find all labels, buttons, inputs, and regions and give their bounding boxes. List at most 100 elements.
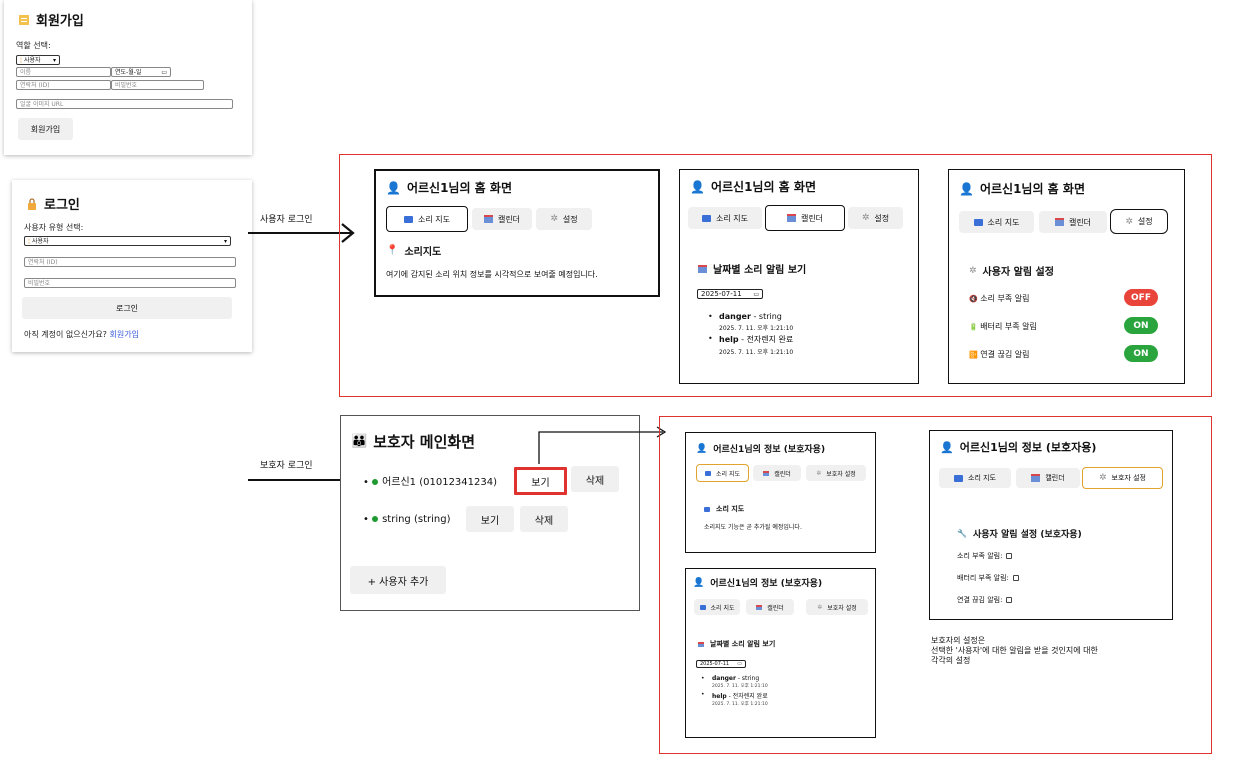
date-picker[interactable]: 2025-07-11▭	[696, 660, 746, 668]
tab-calendar[interactable]: 캘린더	[753, 465, 801, 481]
view-connector-arrow-icon	[538, 426, 667, 464]
setting-row: 📴 연결 끊김 알림	[969, 350, 1030, 359]
face-url-input[interactable]: 얼굴 이미지 URL	[16, 99, 233, 109]
signup-link[interactable]: 회원가입	[109, 330, 139, 339]
tab-sound-map[interactable]: 소리 지도	[939, 468, 1011, 488]
calendar-icon	[786, 214, 796, 222]
tab-guardian-settings[interactable]: ✲보호자 설정	[1082, 467, 1163, 489]
gear-icon: ✲	[550, 214, 558, 224]
guardian-calendar-title: 날짜별 소리 알림 보기	[710, 640, 776, 648]
delete-user-button[interactable]: 삭제	[571, 466, 619, 492]
gear-icon: ✲	[1099, 473, 1107, 483]
user-settings-title: 사용자 알림 설정	[982, 267, 1054, 278]
guardian-info-title: 어르신1님의 정보 (보호자용)	[710, 579, 823, 589]
date-picker[interactable]: 2025-07-11▭	[697, 289, 763, 299]
login-password-input[interactable]: 비밀번호	[24, 278, 236, 288]
tab-sound-map[interactable]: 소리 지도	[386, 206, 468, 232]
user-settings-header: ✲ 사용자 알림 설정	[969, 263, 1054, 279]
connection-alert-toggle[interactable]: ON	[1124, 345, 1158, 362]
guardian-info-title: 어르신1님의 정보 (보호자용)	[713, 445, 826, 455]
login-id-input[interactable]: 연락처 (ID)	[24, 257, 236, 267]
contact-id-input[interactable]: 연락처 (ID)	[16, 80, 111, 90]
person-icon: 👤	[696, 443, 708, 454]
calendar-icon	[698, 264, 707, 273]
user-list-item: • string (string)	[363, 514, 451, 525]
book-icon	[973, 218, 983, 226]
sound-alert-checkbox[interactable]	[1006, 553, 1013, 559]
calendar-icon	[1031, 474, 1041, 482]
connection-alert-checkbox[interactable]	[1006, 597, 1013, 603]
birthdate-input[interactable]: 연도-월-일▭	[111, 67, 171, 77]
guardian-settings-title: 사용자 알림 설정 (보호자용)	[972, 530, 1082, 540]
wrench-icon: 🔧	[957, 529, 967, 538]
book-icon	[699, 604, 706, 610]
no-account-text: 아직 계정이 없으신가요?	[24, 330, 107, 339]
tab-calendar[interactable]: 캘린더	[765, 205, 845, 231]
alert-list: danger - string 2025. 7. 11. 오후 1:21:10 …	[698, 675, 768, 707]
calendar-icon: ▭	[161, 69, 167, 76]
user-type-select[interactable]: ¦ 사용자▾	[24, 236, 231, 246]
signup-button[interactable]: 회원가입	[18, 118, 73, 140]
elder-home-header: 👤 어르신1님의 홈 화면	[690, 178, 816, 195]
alert-time: 2025. 7. 11. 오후 1:21:10	[712, 684, 768, 689]
elder-screens-frame	[339, 154, 1212, 397]
list-item: danger - string 2025. 7. 11. 오후 1:21:10	[698, 675, 768, 689]
battery-alert-toggle[interactable]: ON	[1124, 317, 1158, 334]
user-login-caption: 사용자 로그인	[260, 215, 313, 225]
view-user-button[interactable]: 보기	[466, 506, 514, 532]
role-select[interactable]: ¦ 사용자▾	[16, 55, 60, 65]
tab-sound-map[interactable]: 소리 지도	[688, 207, 762, 229]
guardian-info-title: 어르신1님의 정보 (보호자용)	[959, 441, 1097, 454]
calendar-icon	[483, 215, 493, 223]
add-user-button[interactable]: + 사용자 추가	[350, 566, 446, 594]
elder-home-title: 어르신1님의 홈 화면	[979, 182, 1085, 196]
soundmap-section-header: 📍 소리지도	[386, 243, 441, 258]
tab-sound-map[interactable]: 소리 지도	[959, 211, 1034, 233]
calendar-icon	[763, 470, 770, 476]
guardian-main-title: 보호자 메인화면	[373, 433, 476, 451]
person-icon: 👤	[693, 577, 705, 588]
login-button[interactable]: 로그인	[22, 297, 232, 319]
tab-settings[interactable]: ✲설정	[536, 208, 592, 230]
gear-icon: ✲	[816, 469, 822, 477]
tab-guardian-settings[interactable]: ✲보호자 설정	[806, 465, 866, 481]
tab-calendar[interactable]: 캘린더	[1016, 468, 1080, 488]
memo-icon	[18, 14, 30, 26]
setting-row: 배터리 부족 알림:	[957, 573, 1019, 583]
guardian-calendar-screen: 👤 어르신1님의 정보 (보호자용) 소리 지도 캘린더 ✲보호자 설정 날짜별…	[685, 568, 876, 738]
setting-row: 🔇 소리 부족 알림	[969, 294, 1030, 303]
tab-sound-map[interactable]: 소리 지도	[694, 599, 740, 615]
battery-alert-checkbox[interactable]	[1012, 575, 1019, 581]
tab-settings[interactable]: ✲설정	[1110, 209, 1168, 234]
tab-calendar[interactable]: 캘린더	[472, 208, 532, 230]
guardian-soundmap-header: 소리 지도	[704, 504, 744, 514]
book-icon	[404, 215, 413, 223]
signup-prompt: 아직 계정이 없으신가요? 회원가입	[24, 329, 139, 340]
signup-card: 회원가입 역할 선택: ¦ 사용자▾ 이름 연도-월-일▭ 연락처 (ID) 비…	[4, 0, 252, 155]
chevron-down-icon: ▾	[223, 238, 227, 245]
tab-guardian-settings[interactable]: ✲보호자 설정	[806, 599, 868, 615]
view-user-button[interactable]: 보기	[514, 467, 567, 495]
list-item: danger - string 2025. 7. 11. 오후 1:21:10	[705, 312, 793, 332]
online-status-icon	[372, 516, 379, 522]
note-line: 보호자의 설정은	[931, 636, 986, 645]
alert-time: 2025. 7. 11. 오후 1:21:10	[719, 325, 794, 332]
tab-calendar[interactable]: 캘린더	[1039, 211, 1107, 233]
pin-icon: 📍	[386, 245, 399, 256]
tab-calendar[interactable]: 캘린더	[746, 599, 794, 615]
delete-user-button[interactable]: 삭제	[520, 506, 568, 532]
guardian-screens-frame	[659, 416, 1212, 754]
soundmap-title: 소리지도	[404, 247, 442, 258]
calendar-icon	[756, 604, 763, 610]
list-item: help - 전자렌지 완료 2025. 7. 11. 오후 1:21:10	[698, 691, 768, 707]
name-input[interactable]: 이름	[16, 67, 111, 77]
tab-sound-map[interactable]: 소리 지도	[696, 464, 749, 482]
elder-calendar-screen: 👤 어르신1님의 홈 화면 소리 지도 캘린더 ✲설정 날짜별 소리 알림 보기…	[679, 169, 919, 384]
note-line: 각각의 설정	[931, 656, 971, 665]
login-header: 로그인	[26, 194, 80, 213]
tab-settings[interactable]: ✲설정	[848, 207, 903, 229]
gear-icon: ✲	[1125, 216, 1133, 227]
guardian-settings-screen: 👤 어르신1님의 정보 (보호자용) 소리 지도 캘린더 ✲보호자 설정 🔧 사…	[929, 430, 1173, 620]
sound-alert-toggle[interactable]: OFF	[1124, 289, 1158, 306]
password-input[interactable]: 비밀번호	[111, 80, 204, 90]
